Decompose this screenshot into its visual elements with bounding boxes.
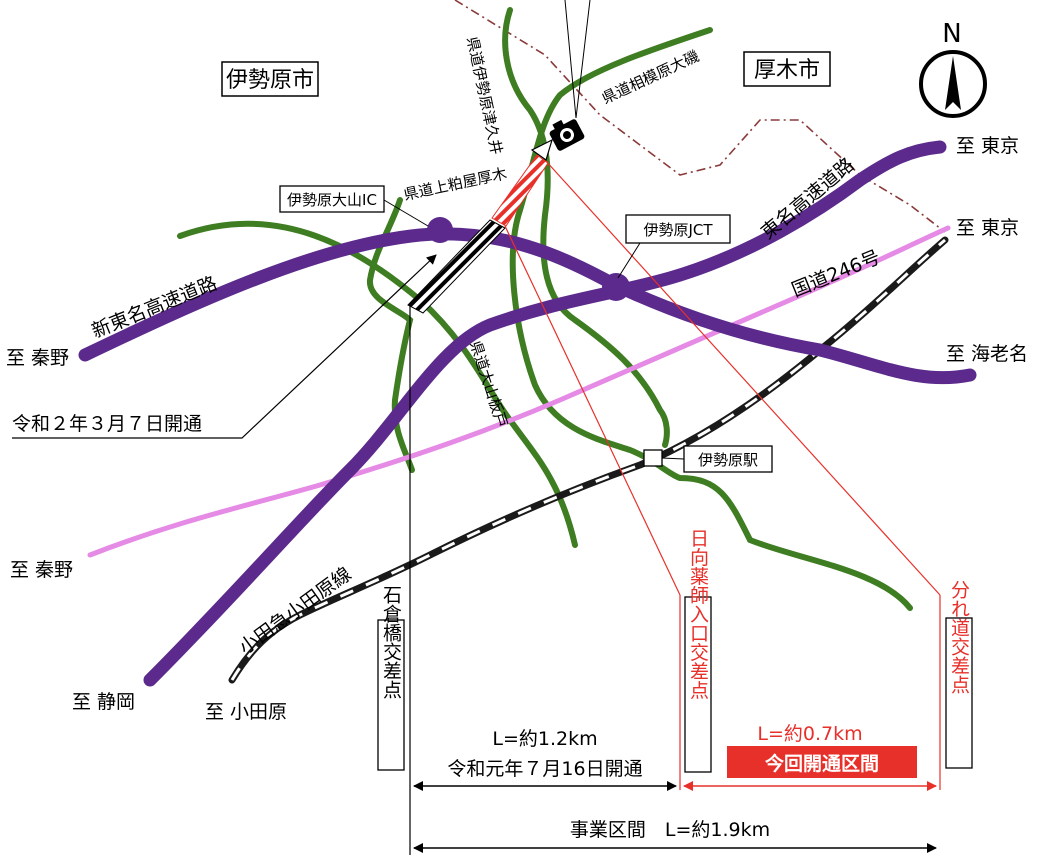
- svg-text:分れ道交差点: 分れ道交差点: [948, 580, 970, 694]
- road-isehara-tsukui: [502, 7, 670, 448]
- shin-tomei-expressway: [78, 227, 977, 385]
- city-isehara-label: 伊勢原市: [226, 68, 314, 93]
- intersection-ishikurabashi: 石倉橋交差点: [377, 585, 405, 771]
- tomei-expressway: [143, 140, 947, 687]
- dest-tokyo-2: 至 東京: [956, 217, 1019, 239]
- new-length-label: L=約0.7km: [757, 723, 862, 745]
- new-section-guide-lines: [504, 159, 941, 790]
- dest-ebina: 至 海老名: [946, 343, 1028, 365]
- isehara-jct-node: [602, 273, 630, 301]
- route-246: [87, 225, 951, 558]
- isehara-ooyama-ic-node: [427, 217, 453, 243]
- dest-odawara: 至 小田原: [205, 701, 287, 723]
- camera-viewpoint: [530, 0, 591, 161]
- isehara-station-label: 伊勢原駅: [698, 451, 758, 469]
- intersection-hinata-yakushi: 日向薬師入口交差点: [684, 529, 712, 773]
- opened-r2-leader: [12, 254, 437, 439]
- expressways: [78, 140, 977, 687]
- pref-ooyama-itado-label: 県道大山板戸: [466, 339, 511, 430]
- dest-tokyo-1: 至 東京: [956, 135, 1019, 157]
- road-sagami-hara-ooiso: [509, 27, 913, 611]
- pref-kamikasuya-atsugi-label: 県道上粕屋厚木: [402, 164, 508, 203]
- dest-hadano-1: 至 秦野: [6, 347, 69, 369]
- opened-section-segment: [407, 219, 506, 314]
- isehara-jct-label: 伊勢原JCT: [643, 221, 713, 239]
- opened-date-label: 令和元年７月16日開通: [447, 758, 642, 780]
- new-section-badge: [727, 746, 917, 778]
- compass-needle-icon: [945, 56, 961, 110]
- compass-north-label: N: [942, 19, 961, 49]
- svg-text:日向薬師入口交差点: 日向薬師入口交差点: [687, 529, 709, 700]
- pref-sagami-hara-ooiso-label: 県道相模原大磯: [599, 47, 702, 108]
- camera-icon: [549, 119, 585, 151]
- dest-shizuoka: 至 静岡: [72, 691, 135, 713]
- opened-length-label: L=約1.2km: [492, 728, 597, 750]
- new-section-label: 今回開通区間: [764, 752, 879, 775]
- svg-text:石倉橋交差点: 石倉橋交差点: [380, 585, 402, 699]
- opened-r2-label: 令和２年３月７日開通: [12, 413, 202, 435]
- view-direction-arrow: [530, 138, 553, 161]
- north-compass: N: [919, 19, 987, 118]
- city-atsugi-label: 厚木市: [754, 58, 820, 83]
- isehara-ooyama-ic-label: 伊勢原大山IC: [287, 191, 377, 209]
- dest-hadano-2: 至 秦野: [10, 559, 73, 581]
- pref-isehara-tsukui-label: 県道伊勢原津久井: [463, 35, 506, 156]
- route-246-label: 国道246号: [789, 246, 884, 301]
- project-section-label: 事業区間 L=約1.9km: [570, 819, 770, 841]
- odakyu-railway: [228, 236, 949, 684]
- intersection-wakaremichi: 分れ道交差点: [945, 580, 973, 769]
